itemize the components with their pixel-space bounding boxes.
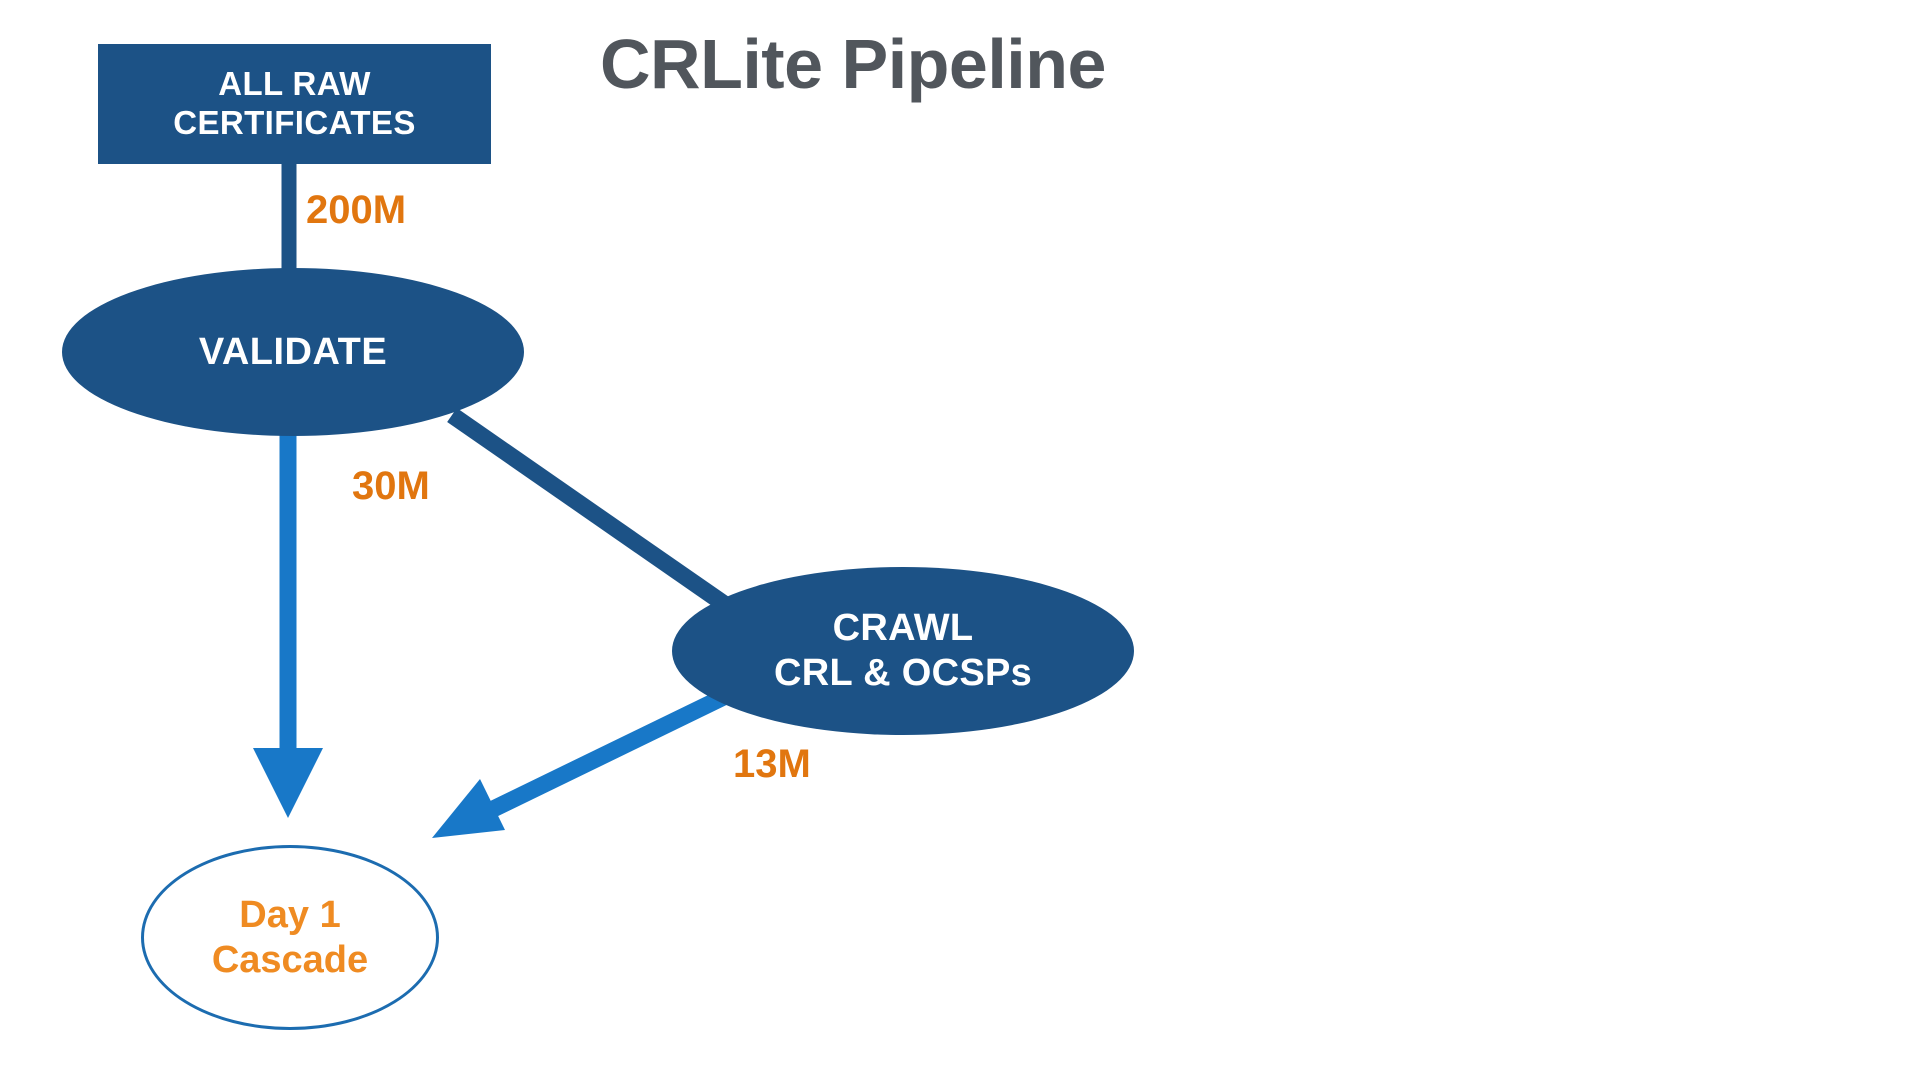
node-day1-cascade-line2: Cascade xyxy=(211,938,369,981)
edge-label-200m: 200M xyxy=(306,188,407,232)
node-all-raw-certificates-line2: CERTIFICATES xyxy=(173,104,416,141)
node-crawl-line1: CRAWL xyxy=(832,607,974,650)
node-crawl-line2: CRL & OCSPs xyxy=(773,652,1033,694)
node-all-raw-certificates-line1: ALL RAW xyxy=(218,65,371,103)
edge-crawl-to-cascade xyxy=(483,682,742,820)
arrowhead-crawl-to-cascade xyxy=(432,779,505,838)
node-crawl[interactable]: CRAWL CRL & OCSPs xyxy=(672,567,1134,735)
node-day1-cascade[interactable]: Day 1 Cascade xyxy=(141,845,439,1030)
edge-validate-to-crawl xyxy=(447,408,735,615)
node-validate[interactable]: VALIDATE xyxy=(62,268,524,436)
arrowhead-validate-to-cascade xyxy=(253,748,323,818)
edge-label-30m: 30M xyxy=(352,464,430,508)
node-day1-cascade-line1: Day 1 xyxy=(239,893,341,936)
node-validate-label: VALIDATE xyxy=(198,330,388,373)
edge-label-13m: 13M xyxy=(733,742,811,786)
page-title: CRLite Pipeline xyxy=(600,25,1106,103)
node-all-raw-certificates[interactable]: ALL RAW CERTIFICATES xyxy=(98,44,491,164)
